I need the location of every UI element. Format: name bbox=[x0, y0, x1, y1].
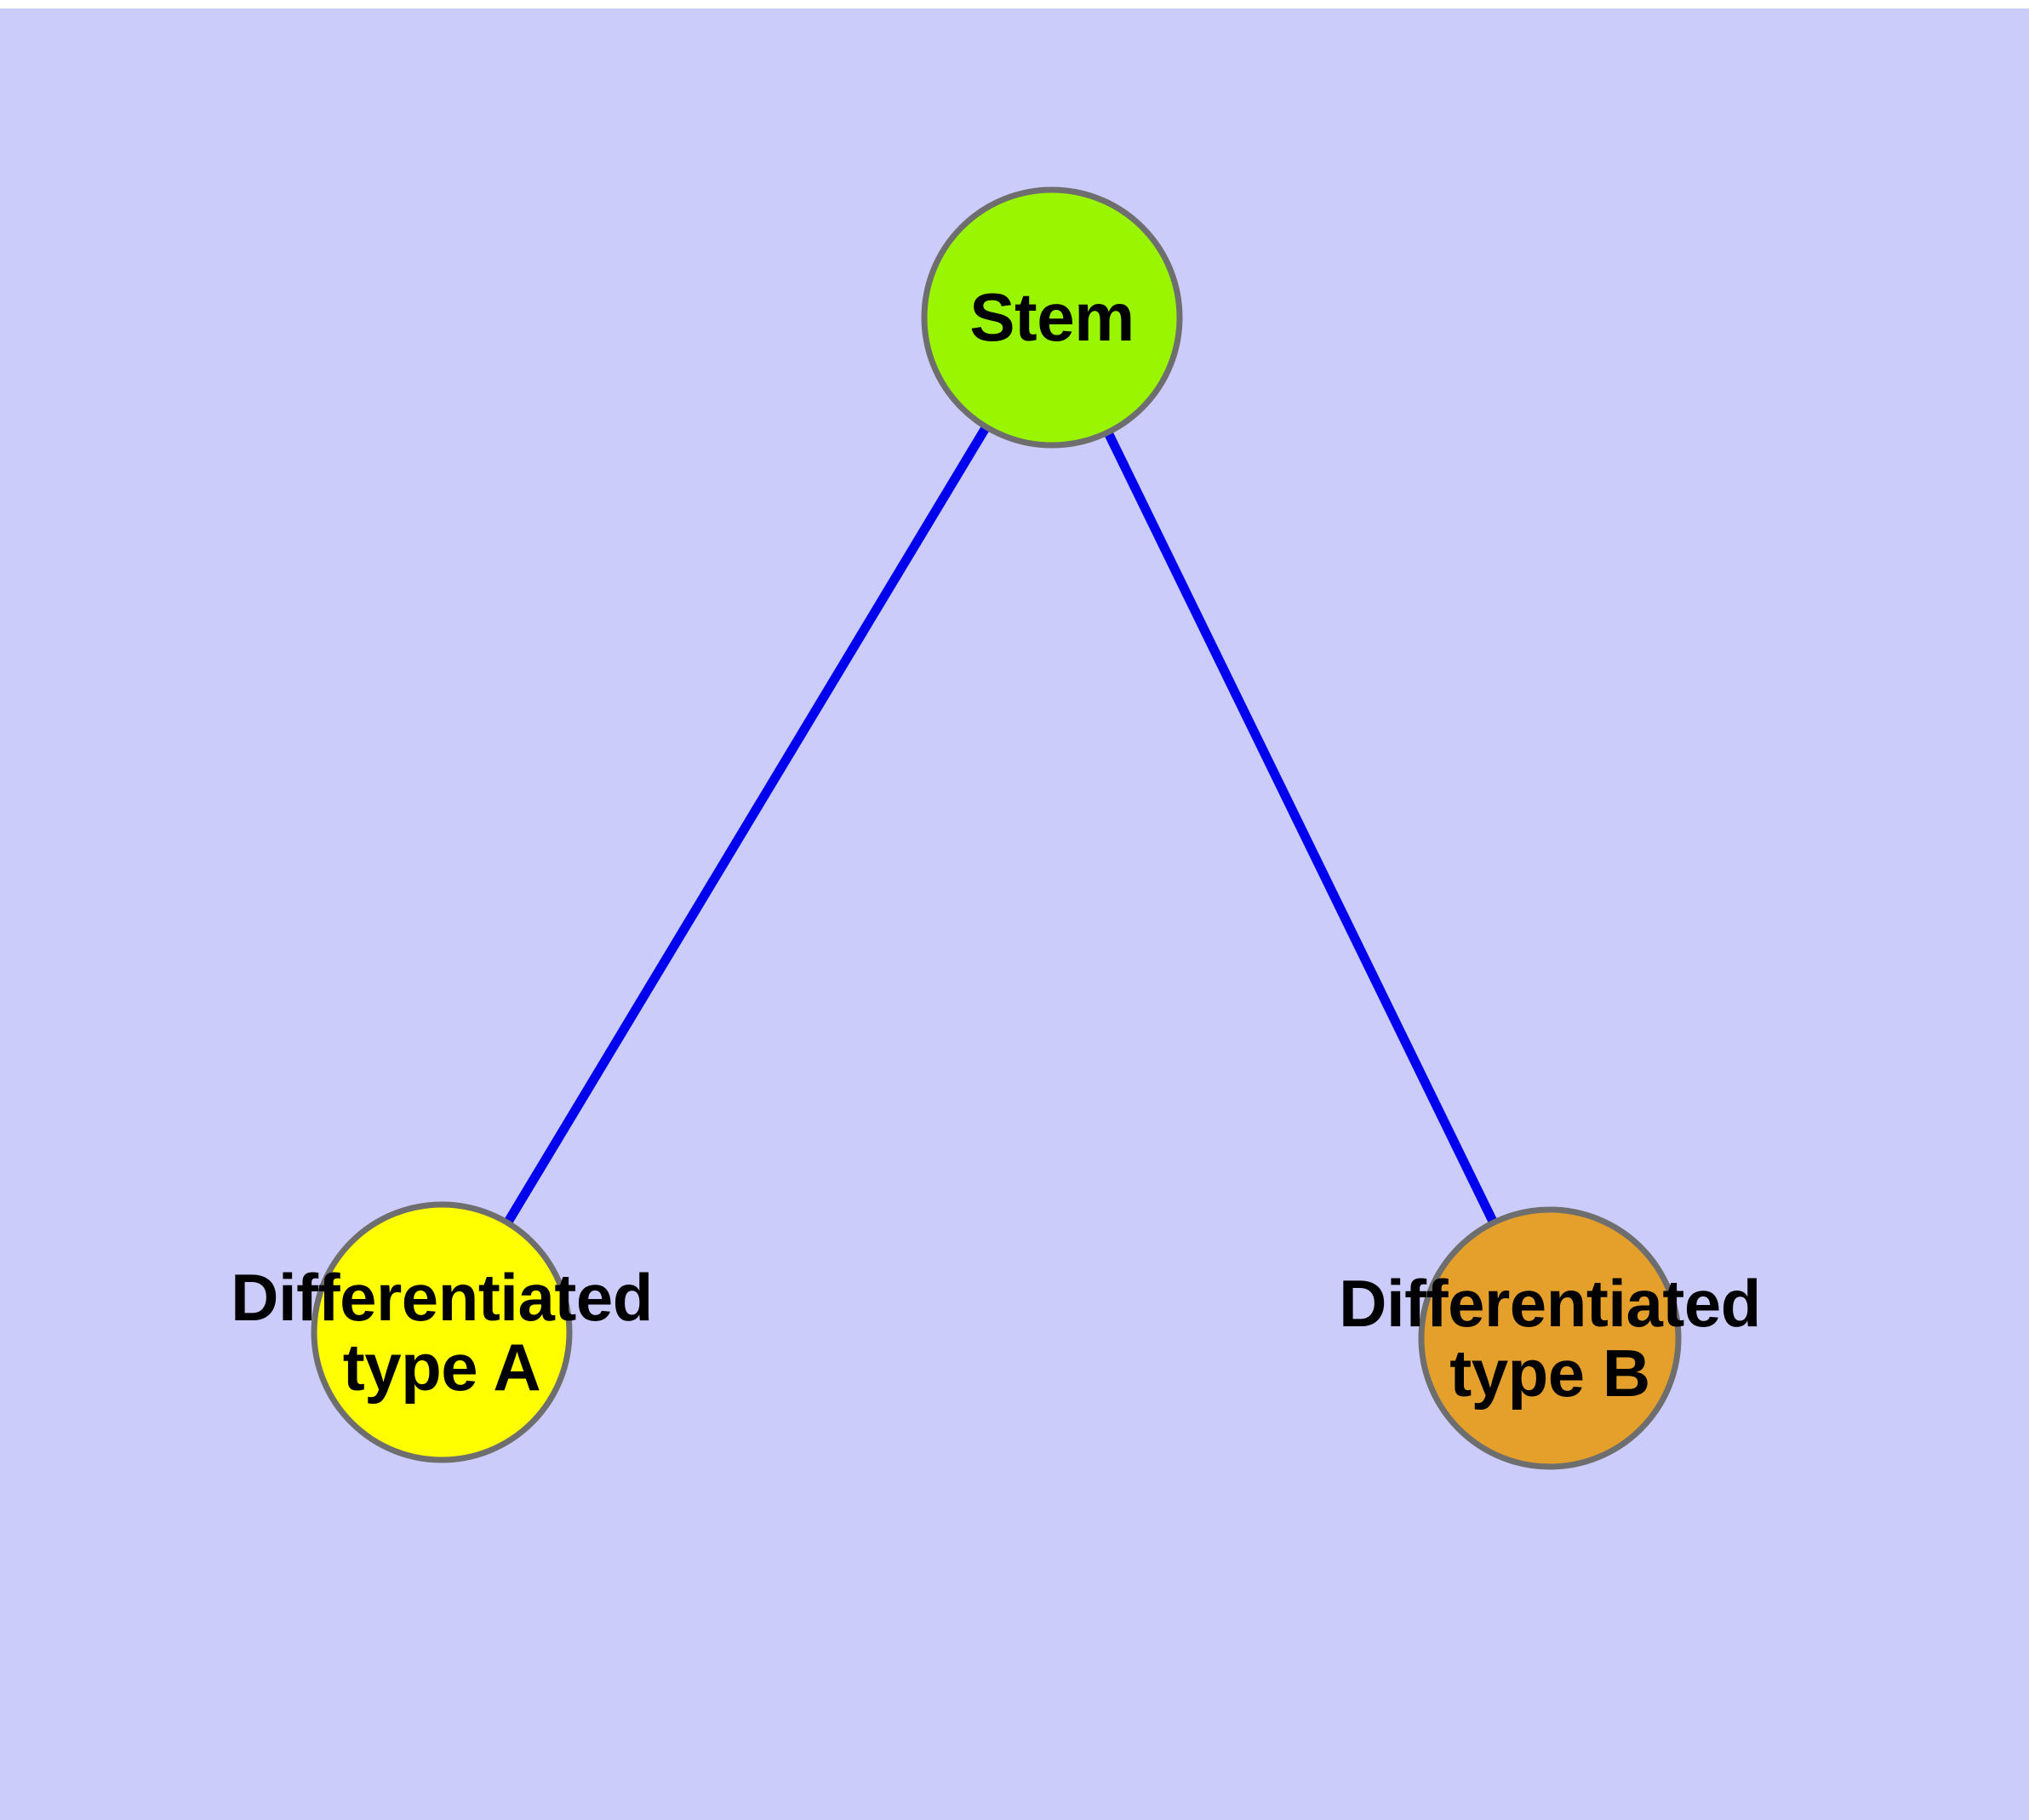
edge-stem-to-differentiated-a[interactable] bbox=[502, 422, 992, 1228]
node-differentiated-type-a-circle[interactable] bbox=[311, 1201, 573, 1463]
edge-stem-to-differentiated-b[interactable] bbox=[1102, 428, 1499, 1227]
node-differentiated-type-b-circle[interactable] bbox=[1418, 1206, 1682, 1470]
node-stem-circle[interactable] bbox=[921, 186, 1183, 449]
